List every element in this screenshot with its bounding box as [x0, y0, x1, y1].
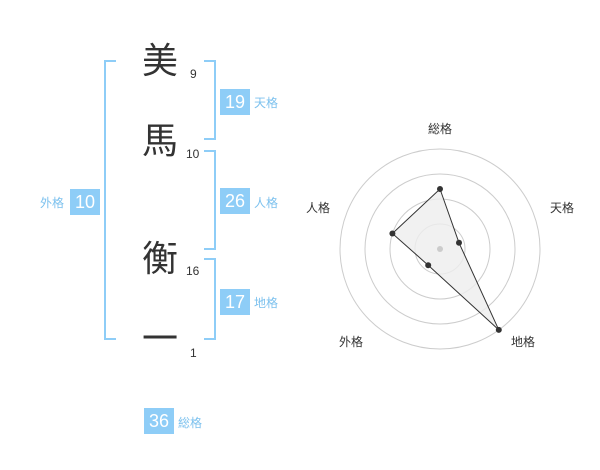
- gaikaku-bracket: [104, 60, 116, 340]
- radar-value-polygon: [391, 188, 500, 331]
- name-char-2: 馬: [141, 121, 178, 162]
- radar-axis-label-jinkaku: 人格: [306, 201, 331, 215]
- radar-ring-3: [364, 173, 516, 325]
- chikaku-bracket: [204, 258, 216, 340]
- radar-point-4: [425, 262, 432, 269]
- soukaku-label: 総格: [178, 416, 203, 430]
- radar-axis-label-chikaku: 地格: [511, 335, 536, 349]
- radar-center-point: [437, 246, 443, 252]
- radar-point-1: [437, 186, 443, 192]
- name-char-4: 一: [141, 319, 178, 360]
- radar-point-5: [389, 230, 396, 237]
- stroke-count-4: 1: [190, 346, 197, 360]
- tenkaku-bracket: [204, 60, 216, 140]
- radar-ring-4: [339, 148, 541, 350]
- soukaku-badge: 36: [144, 408, 174, 434]
- radar-axis-label-soukaku: 総格: [428, 122, 453, 136]
- tenkaku-badge: 19: [220, 89, 250, 115]
- chikaku-label: 地格: [254, 296, 279, 310]
- stroke-count-3: 16: [186, 264, 200, 278]
- jinkaku-bracket: [204, 150, 216, 250]
- radar-chart: [339, 148, 541, 350]
- name-char-1: 美: [141, 41, 178, 82]
- tenkaku-label: 天格: [254, 96, 279, 110]
- radar-point-3: [495, 326, 502, 333]
- radar-point-2: [456, 239, 462, 246]
- jinkaku-label: 人格: [254, 196, 279, 210]
- jinkaku-badge: 26: [220, 188, 250, 214]
- gaikaku-badge: 10: [70, 189, 100, 215]
- chikaku-badge: 17: [220, 289, 250, 315]
- stroke-count-1: 9: [190, 67, 197, 81]
- gaikaku-label: 外格: [40, 196, 65, 210]
- stroke-count-2: 10: [186, 147, 200, 161]
- radar-axis-label-gaikaku: 外格: [339, 335, 364, 349]
- radar-axis-label-tenkaku: 天格: [550, 201, 575, 215]
- name-char-3: 衡: [141, 239, 178, 280]
